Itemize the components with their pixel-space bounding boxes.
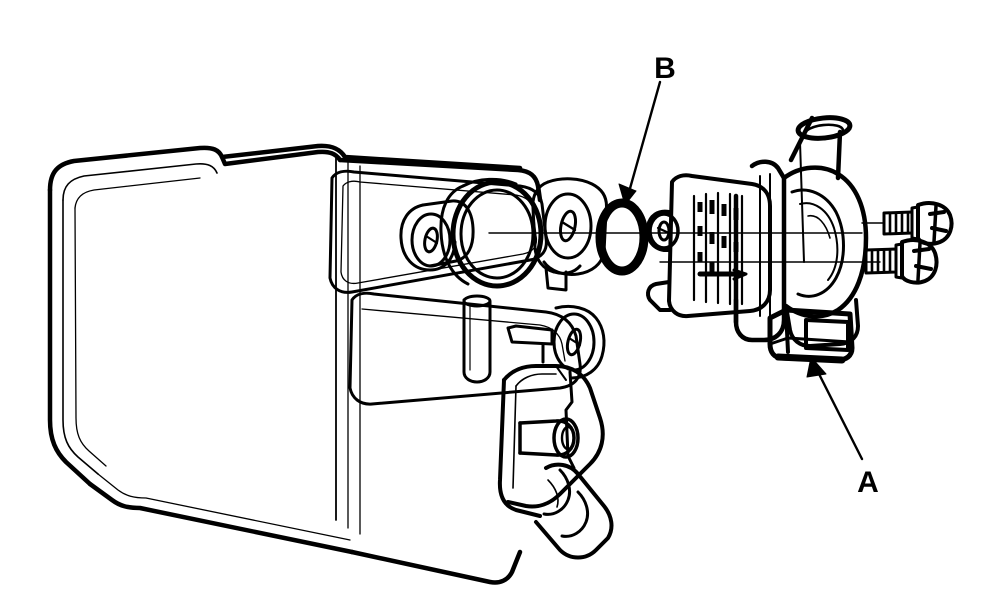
lower-housing <box>497 364 605 518</box>
flange-hatching <box>692 191 744 306</box>
callout-label-b: B <box>654 52 676 85</box>
egr-valve-body <box>645 115 869 348</box>
callout-leader-b <box>618 80 662 206</box>
nipple <box>518 417 580 459</box>
bolt-hole-upper-left <box>423 226 439 254</box>
ribbed-hose <box>534 462 614 560</box>
mounting-flange <box>328 169 608 294</box>
lower-bracket <box>348 291 606 406</box>
intake-manifold-body <box>47 143 543 585</box>
screw-lower <box>864 238 939 285</box>
electrical-connector <box>767 307 855 364</box>
bolt-hole-upper-right <box>558 209 578 243</box>
bolt-hole-lower <box>565 327 583 357</box>
valve-inlet-tube <box>788 115 853 263</box>
valve-bolt-hole <box>657 220 671 242</box>
callout-label-a: A <box>857 466 879 499</box>
vertical-pin <box>462 294 492 384</box>
o-ring <box>595 198 649 276</box>
manifold-port <box>450 179 544 289</box>
callout-leader-a <box>806 356 864 461</box>
